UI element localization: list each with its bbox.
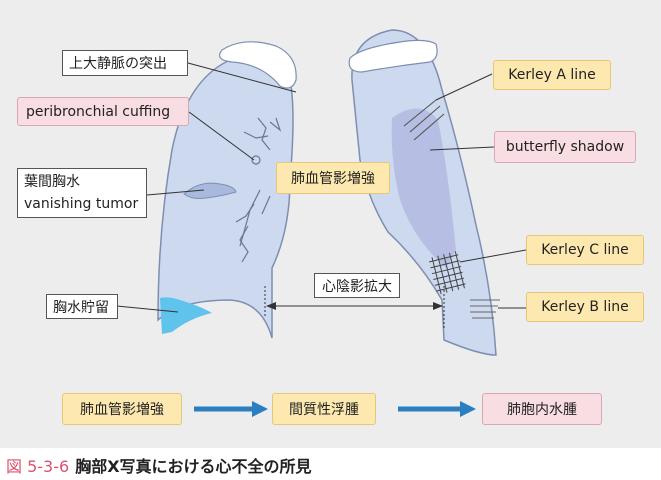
leader-lines: [116, 62, 527, 313]
figure-title: 胸部X写真における心不全の所見: [75, 457, 312, 476]
cuffing-label: peribronchial cuffing: [17, 97, 189, 126]
figure-number: 図 5-3-6: [6, 457, 70, 476]
pleural-fluid-en: vanishing tumor: [24, 196, 139, 212]
right-clavicle: [219, 41, 297, 89]
kerley-a-label: Kerley A line: [493, 60, 611, 90]
left-clavicle: [348, 39, 438, 73]
cardiac-width-indicator: [264, 286, 445, 328]
butterfly-shadow: [391, 108, 456, 268]
right-lung: [157, 58, 294, 339]
flow-arrow-2: [398, 401, 476, 417]
kerley-b-lines: [470, 299, 500, 319]
flow-arrow-1: [194, 401, 268, 417]
cardiac-arrow-left: [266, 302, 276, 310]
flow-step-alveolar: 肺胞内水腫: [482, 393, 602, 425]
kerley-b-label: Kerley B line: [526, 292, 644, 322]
cardiomegaly-label: 心陰影拡大: [314, 273, 400, 298]
chest-xray-diagram: [116, 29, 527, 356]
pleural-effusion: [160, 297, 212, 334]
pleural-fluid-label: 葉間胸水 vanishing tumor: [17, 168, 147, 218]
kerley-c-label: Kerley C line: [526, 235, 644, 265]
svc-label: 上大静脈の突出: [62, 50, 188, 76]
vanishing-tumor: [183, 182, 237, 199]
kerley-c-grid: [428, 251, 466, 295]
figure-caption: 図 5-3-6 胸部X写真における心不全の所見: [6, 454, 312, 476]
effusion-label: 胸水貯留: [46, 294, 118, 319]
pleural-fluid-jp: 葉間胸水: [24, 174, 80, 190]
flow-step-interstitial: 間質性浮腫: [272, 393, 376, 425]
vascular-label: 肺血管影増強: [276, 162, 390, 194]
vascular-markings: [235, 117, 282, 263]
figure-panel: 上大静脈の突出 peribronchial cuffing 葉間胸水 vanis…: [0, 0, 661, 448]
cardiac-arrow-right: [433, 302, 443, 310]
flow-step-vascular: 肺血管影増強: [62, 393, 182, 425]
butterfly-label: butterfly shadow: [494, 131, 636, 163]
kerley-a-lines: [403, 99, 445, 141]
